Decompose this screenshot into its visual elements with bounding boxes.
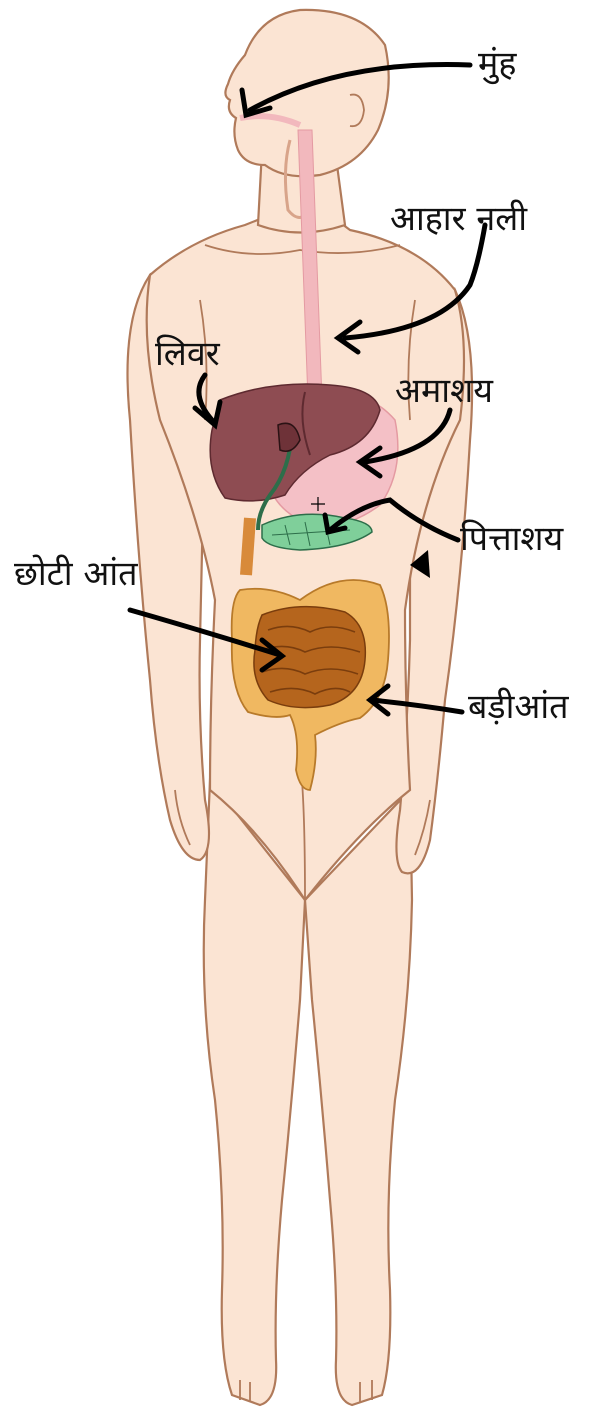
label-mouth: मुंह — [478, 44, 517, 85]
label-large-intestine: बड़ीआंत — [468, 687, 569, 727]
label-gallbladder: पित्ताशय — [460, 519, 565, 559]
label-liver: लिवर — [155, 334, 221, 374]
label-esophagus: आहार नली — [390, 199, 528, 239]
label-small-intestine: छोटी आंत — [14, 554, 138, 594]
left-leg — [305, 790, 412, 1405]
duodenum — [246, 518, 250, 575]
label-stomach: अमाशय — [395, 371, 494, 411]
